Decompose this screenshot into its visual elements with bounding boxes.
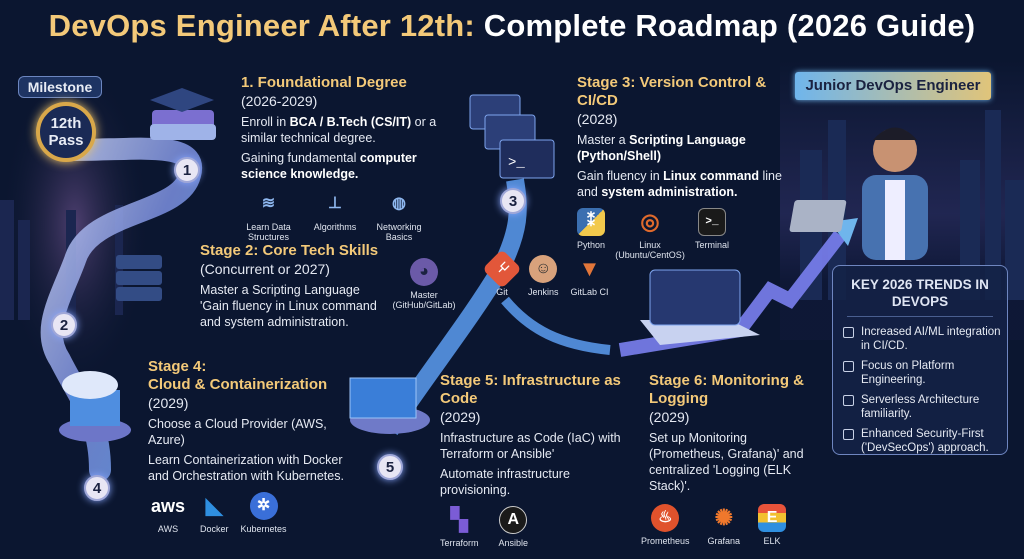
gitlab-item: ▼GitLab CI — [570, 256, 609, 298]
grafana-icon: ✺ — [714, 505, 734, 530]
kubernetes-item: ✲Kubernetes — [241, 492, 287, 534]
checkbox-icon — [843, 395, 854, 406]
step-number-3: 3 — [500, 188, 526, 214]
layers-icon: ≋ — [261, 195, 276, 212]
container-illustration — [59, 371, 131, 442]
algorithms-item: ⊥Algorithms — [310, 190, 360, 242]
stage-3-section: Stage 3: Version Control & CI/CD (2028) … — [577, 74, 782, 260]
github-item: ◕Master (GitHub/GitLab) — [392, 258, 456, 310]
milestone-label: Milestone — [18, 76, 102, 98]
stage-1-section: 1. Foundational Degree (2026-2029) Enrol… — [241, 74, 441, 242]
ansible-icon: A — [499, 506, 528, 534]
page-title: DevOps Engineer After 12th: Complete Roa… — [48, 8, 976, 43]
engineer-illustration — [789, 127, 928, 260]
stage-1-body-2: Gaining fundamental computer science kno… — [241, 151, 417, 181]
svg-text:>_: >_ — [508, 155, 525, 171]
python-item: ⁑Python — [577, 208, 605, 250]
trend-item: Enhanced Security-First ('DevSecOps') ap… — [843, 427, 1007, 455]
graduation-stack-illustration — [150, 88, 216, 140]
blueprint-illustration — [349, 377, 430, 434]
terminal-icon: >_ — [698, 208, 727, 236]
ubuntu-icon: ◎ — [640, 209, 660, 234]
prometheus-icon: ♨ — [651, 504, 680, 532]
jenkins-icon: ☺ — [529, 255, 558, 283]
terminal-windows-illustration: >_ — [469, 94, 555, 179]
trend-item: Increased AI/ML integration in CI/CD. — [843, 325, 1007, 353]
checkbox-icon — [843, 429, 854, 440]
aws-icon: aws — [150, 496, 186, 516]
docker-icon: ◣ — [205, 493, 223, 518]
step-number-4: 4 — [84, 475, 110, 501]
github-icon: ◕ — [410, 258, 438, 286]
goal-banner: Junior DevOps Engineer — [795, 72, 991, 100]
server-stack-illustration — [116, 255, 162, 301]
elk-icon: E — [758, 504, 787, 532]
checkbox-icon — [843, 327, 854, 338]
gitlab-icon: ▼ — [578, 256, 601, 281]
data-structures-item: ≋Learn Data Structures — [241, 190, 296, 243]
terraform-icon: ▚ — [450, 507, 468, 532]
stage-1-body-1: Enroll in BCA / B.Tech (CS/IT) or a simi… — [241, 115, 437, 145]
docker-item: ◣Docker — [200, 493, 229, 535]
jenkins-item: ☺Jenkins — [528, 255, 559, 297]
git-item: ⑂Git — [482, 249, 522, 297]
trends-title: KEY 2026 TRENDS IN DEVOPS — [851, 277, 989, 309]
git-icon: ⑂ — [482, 249, 522, 289]
python-icon: ⁑ — [577, 208, 606, 236]
stage-5-section: Stage 5: Infrastructure as Code (2029) I… — [440, 372, 621, 549]
kubernetes-icon: ✲ — [249, 492, 278, 520]
step-number-5: 5 — [377, 454, 403, 480]
hierarchy-icon: ⊥ — [328, 195, 342, 212]
terminal-item: >_Terminal — [695, 208, 729, 250]
stage-2-section: Stage 2: Core Tech Skills (Concurrent or… — [200, 242, 379, 329]
globe-icon: ◍ — [392, 195, 406, 212]
ci-tools-row: ⑂Git ☺Jenkins ▼GitLab CI — [482, 249, 609, 298]
linux-item: ◎Linux (Ubuntu/CentOS) — [615, 209, 685, 261]
trend-item: Focus on Platform Engineering. — [843, 359, 1007, 387]
step-number-1: 1 — [174, 157, 200, 183]
dashboard-illustration — [640, 269, 760, 345]
trend-item: Serverless Architecture familiarity. — [843, 393, 1007, 421]
prometheus-item: ♨Prometheus — [641, 504, 690, 546]
step-number-2: 2 — [51, 312, 77, 338]
grafana-item: ✺Grafana — [707, 505, 741, 547]
checkbox-icon — [843, 361, 854, 372]
networking-item: ◍Networking Basics — [374, 190, 424, 243]
stage-6-section: Stage 6: Monitoring & Logging (2029) Set… — [641, 372, 804, 547]
stage-4-section: Stage 4: Cloud & Containerization (2029)… — [148, 358, 344, 535]
stage-1-title: 1. Foundational Degree — [241, 74, 407, 91]
terraform-item: ▚Terraform — [440, 507, 479, 549]
key-trends-panel: KEY 2026 TRENDS IN DEVOPS Increased AI/M… — [832, 265, 1008, 455]
